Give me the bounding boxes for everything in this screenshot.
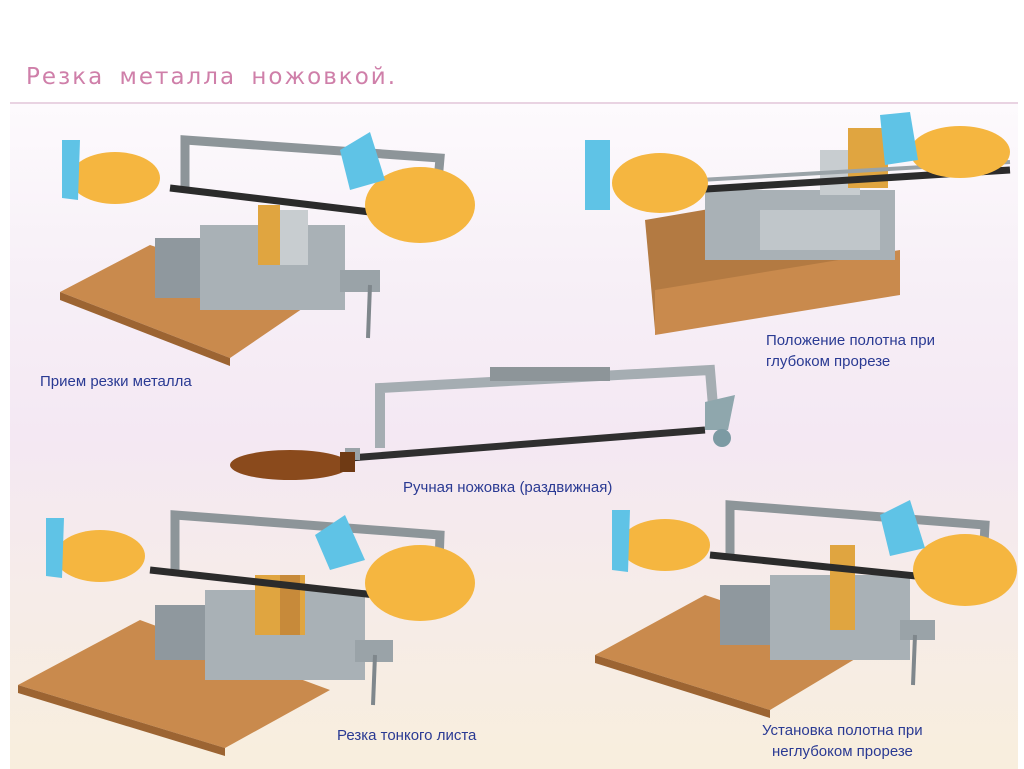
caption-shallow-cut-line1: Установка полотна при [762,721,923,741]
caption-shallow-cut-line2: неглубоком прорезе [772,742,913,762]
